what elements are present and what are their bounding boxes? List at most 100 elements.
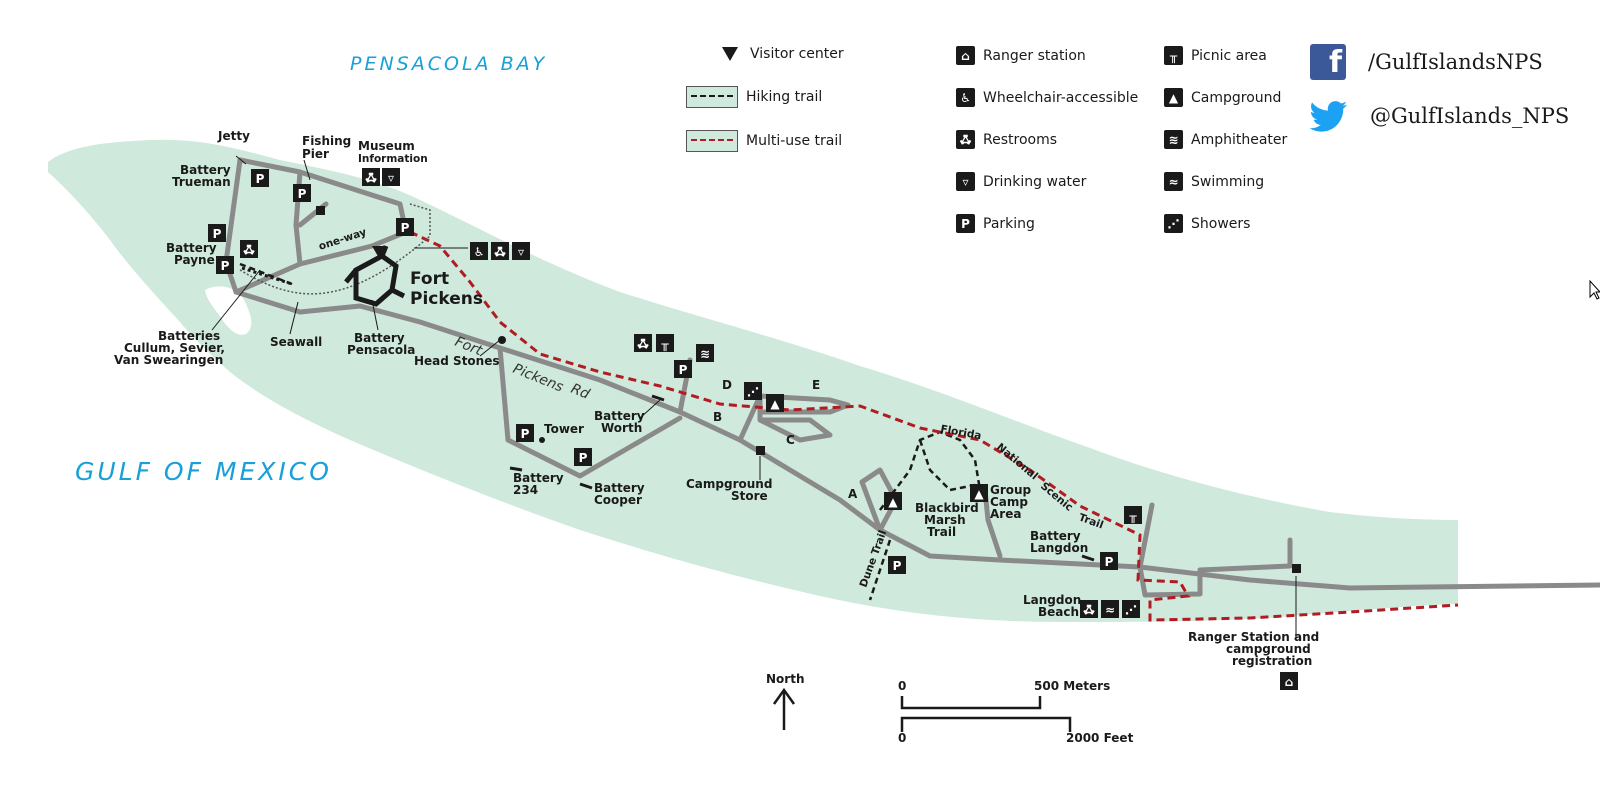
facebook-link[interactable]: f /GulfIslandsNPS <box>1310 44 1543 80</box>
head-stones-marker <box>498 336 506 344</box>
fort-pickens-outline <box>344 245 406 307</box>
ranger-station-icon: ⌂ <box>1280 672 1298 690</box>
blackbird-label: Blackbird <box>915 501 979 515</box>
parking-icon: P <box>574 448 592 466</box>
legend-picnic: ╥ Picnic area <box>1164 46 1267 65</box>
battery-trueman-label-2: Trueman <box>172 175 231 189</box>
hiking-trail-swatch <box>686 86 738 108</box>
group-camp-label-3: Area <box>990 507 1021 521</box>
showers-icon: ⋰ <box>1164 214 1183 233</box>
north-label: North <box>766 672 804 686</box>
svg-text:⌂: ⌂ <box>1285 675 1294 689</box>
parking-icon: P <box>396 218 414 236</box>
head-stones-label: Head Stones <box>414 354 500 368</box>
wheelchair-icon: ♿ <box>470 242 488 260</box>
amphitheater-icon: ≋ <box>1164 130 1183 149</box>
restrooms-icon: ꗈ <box>240 240 258 258</box>
legend-campground: ▲ Campground <box>1164 88 1281 107</box>
campground-store-marker <box>756 446 765 455</box>
museum-label: Museum <box>358 139 415 153</box>
scale-zero-ft: 0 <box>898 731 906 745</box>
parking-icon: P <box>293 184 311 202</box>
legend-ranger-station-label: Ranger station <box>983 47 1086 64</box>
fort-pickens-label-2: Pickens <box>410 289 483 309</box>
twitter-handle: @GulfIslands_NPS <box>1370 104 1570 128</box>
picnic-icon: ╥ <box>656 334 674 352</box>
svg-text:P: P <box>256 172 265 186</box>
twitter-link[interactable]: @GulfIslands_NPS <box>1310 100 1569 132</box>
legend-amphitheater-label: Amphitheater <box>1191 131 1288 148</box>
svg-text:▲: ▲ <box>770 397 780 411</box>
legend-wheelchair: ♿ Wheelchair-accessible <box>956 88 1138 107</box>
loop-c-label: C <box>786 433 795 447</box>
campground-icon: ▲ <box>1164 88 1183 107</box>
gulf-of-mexico-label: GULF OF MEXICO <box>75 457 332 486</box>
legend-multi-use-trail: Multi-use trail <box>686 130 842 152</box>
svg-text:ꗈ: ꗈ <box>1083 603 1096 617</box>
svg-text:ꗈ: ꗈ <box>243 243 256 257</box>
fort-pickens-label: Fort <box>410 269 449 289</box>
showers-icon: ⋰ <box>1122 600 1140 618</box>
multi-use-trail-swatch <box>686 130 738 152</box>
svg-text:P: P <box>1105 555 1114 569</box>
drinking-water-icon: ▿ <box>512 242 530 260</box>
parking-icon: P <box>251 169 269 187</box>
legend-showers: ⋰ Showers <box>1164 214 1250 233</box>
battery-pensacola-label-2: Pensacola <box>347 343 415 357</box>
battery-234-label-2: 234 <box>513 483 538 497</box>
legend-hiking-trail-label: Hiking trail <box>746 89 823 105</box>
parking-icon: P <box>956 214 975 233</box>
parking-icon: P <box>208 224 226 242</box>
blackbird-label-3: Trail <box>927 525 956 539</box>
langdon-beach-label: Langdon <box>1023 593 1081 607</box>
parking-icon: P <box>674 360 692 378</box>
svg-text:P: P <box>401 221 410 235</box>
tower-label: Tower <box>544 422 584 436</box>
legend-restrooms-label: Restrooms <box>983 131 1058 148</box>
legend-hiking-trail: Hiking trail <box>686 86 822 108</box>
blackbird-label-2: Marsh <box>924 513 966 527</box>
battery-symbols <box>241 266 1095 562</box>
facebook-handle: /GulfIslandsNPS <box>1368 50 1543 74</box>
cursor-icon <box>1589 280 1600 300</box>
wheelchair-icon: ♿ <box>956 88 975 107</box>
map-symbols: P P P P P P P P P P ꗈ ꗈ ▿ ♿ ꗈ ▿ ꗈ ╥ ≋ ⋰ … <box>208 168 1298 690</box>
fishing-pier-label: Fishing <box>302 134 351 148</box>
langdon-beach-label-2: Beach <box>1038 605 1079 619</box>
scale-feet: 2000 Feet <box>1066 731 1134 745</box>
ranger-reg-label: Ranger Station and <box>1188 630 1319 644</box>
legend-amphitheater: ≋ Amphitheater <box>1164 130 1287 149</box>
campground-store-label-2: Store <box>731 489 768 503</box>
legend-drinking-water: ▿ Drinking water <box>956 172 1086 191</box>
battery-pensacola-label: Battery <box>354 331 405 345</box>
legend-wheelchair-label: Wheelchair-accessible <box>983 89 1139 106</box>
svg-text:ꗈ: ꗈ <box>637 337 650 351</box>
svg-text:╥: ╥ <box>660 337 669 351</box>
svg-text:▿: ▿ <box>518 245 524 259</box>
battery-payne-label-2: Payne <box>174 253 215 267</box>
loop-a-label: A <box>848 487 858 501</box>
restrooms-icon: ꗈ <box>634 334 652 352</box>
restrooms-icon: ꗈ <box>956 130 975 149</box>
tower-marker <box>539 437 545 443</box>
loop-d-label: D <box>722 378 732 392</box>
fishing-pier-label-2: Pier <box>302 147 329 161</box>
svg-text:▲: ▲ <box>888 495 898 509</box>
svg-text:≈: ≈ <box>1105 603 1115 617</box>
twitter-icon <box>1310 101 1348 132</box>
legend-swimming-label: Swimming <box>1191 173 1265 190</box>
restrooms-icon: ꗈ <box>1080 600 1098 618</box>
svg-text:P: P <box>679 363 688 377</box>
drinking-water-icon: ▿ <box>956 172 975 191</box>
multi-use-trail <box>409 230 1459 622</box>
scale-bars <box>900 696 1072 732</box>
battery-trueman-label: Battery <box>180 163 231 177</box>
ranger-reg-label-2: campground <box>1226 642 1311 656</box>
svg-text:P: P <box>893 559 902 573</box>
restrooms-icon: ꗈ <box>491 242 509 260</box>
visitor-center-marker <box>372 246 386 258</box>
island-land <box>48 139 1458 622</box>
group-camp-label-2: Camp <box>990 495 1028 509</box>
campground-store-label: Campground <box>686 477 772 491</box>
drinking-water-icon: ▿ <box>382 168 400 186</box>
